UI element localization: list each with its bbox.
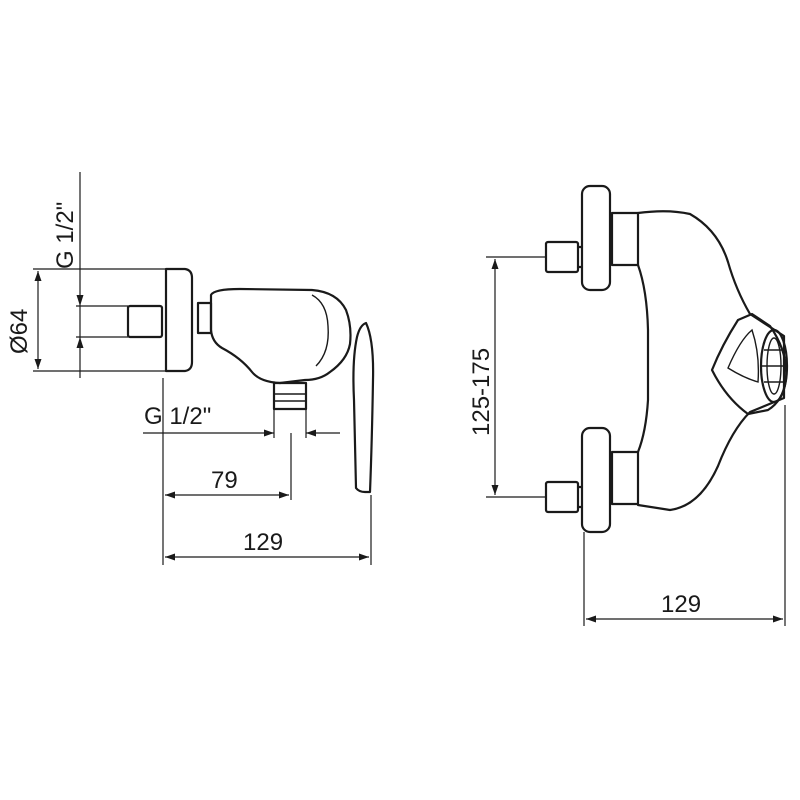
side-body-inner-curve xyxy=(311,294,329,367)
side-shower-outlet xyxy=(272,381,308,411)
front-flange-lower xyxy=(580,426,612,534)
front-view: 125-175 129 xyxy=(468,184,789,626)
front-knob xyxy=(759,328,789,404)
front-mixer-body xyxy=(636,210,786,512)
side-bottom-thread-label: G 1/2" xyxy=(144,403,211,430)
front-connector-upper xyxy=(610,211,640,267)
side-dim-79-label: 79 xyxy=(211,467,238,494)
front-dim-129-label: 129 xyxy=(661,591,701,618)
side-connector-nut xyxy=(196,301,213,335)
side-wall-flange xyxy=(164,267,194,373)
front-body-inner xyxy=(636,263,650,454)
side-inlet-stub xyxy=(126,304,164,339)
side-diameter-label: Ø64 xyxy=(6,309,33,354)
side-lever-handle xyxy=(352,321,375,494)
side-dim-129-label: 129 xyxy=(243,529,283,556)
side-mixer-body xyxy=(209,287,352,385)
front-spacing-label: 125-175 xyxy=(468,348,495,436)
front-inlet-upper xyxy=(544,240,580,274)
front-connector-lower xyxy=(610,450,640,506)
side-top-thread-label: G 1/2" xyxy=(52,202,79,269)
front-flange-upper xyxy=(580,184,612,292)
front-inlet-lower xyxy=(544,480,580,514)
side-view: G 1/2" Ø64 G 1/2" 79 129 xyxy=(6,172,375,565)
